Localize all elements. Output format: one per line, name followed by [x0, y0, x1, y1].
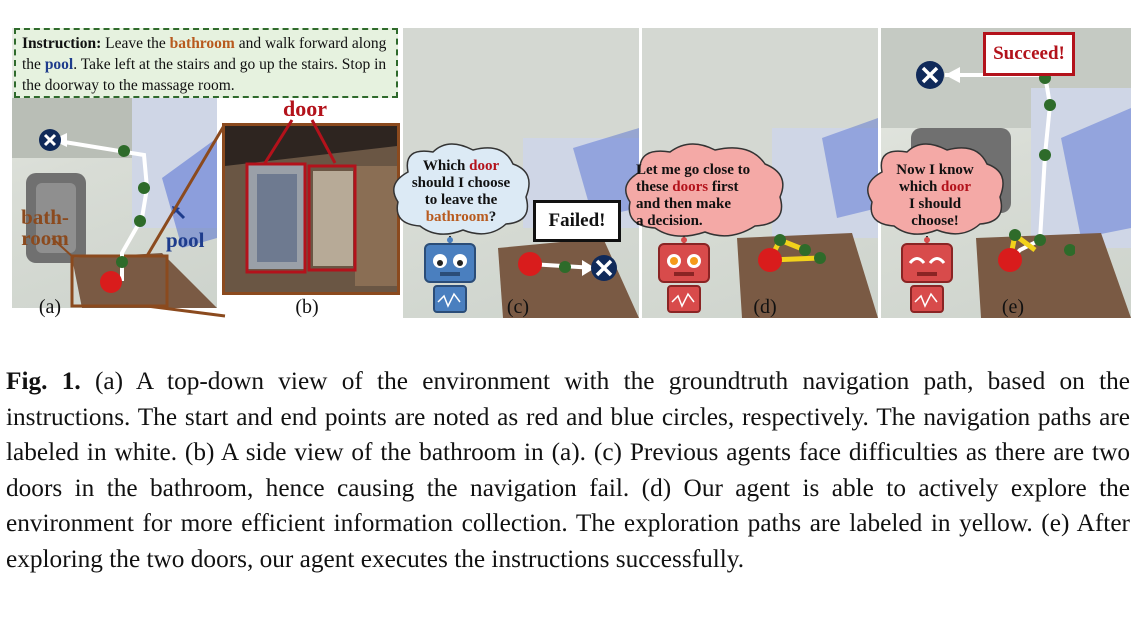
bubble-e-line4: choose!: [911, 213, 959, 229]
bubble-d-text: Let me go close to these doors first and…: [636, 162, 784, 230]
robot-blue-icon: [424, 236, 476, 313]
bubble-e-text: Now I know which door I should choose!: [880, 162, 990, 230]
panel-b-side-view: [222, 123, 400, 295]
caption-fig-label: Fig. 1.: [6, 367, 81, 395]
panel-label-e: (e): [1001, 296, 1025, 318]
bubble-d-first: first: [711, 179, 739, 195]
succeed-badge: Succeed!: [983, 32, 1075, 76]
door-pointers: [263, 119, 337, 164]
bubble-c-text: Which door should I choose to leave the …: [392, 158, 530, 226]
panel-b-graphic: [225, 126, 397, 292]
instruction-bathroom: bathroom: [169, 35, 235, 52]
instruction-pool: pool: [44, 56, 74, 73]
bathroom-label-line1: bath-: [21, 205, 69, 229]
caption-text: (a) A top-down view of the environment w…: [6, 367, 1130, 573]
bubble-e-door: door: [941, 179, 972, 195]
bubble-e-shape: [867, 143, 1004, 235]
bubble-d-line3: and then make: [636, 196, 732, 212]
panel-label-d: (d): [753, 296, 777, 318]
panel-c-path: [518, 252, 617, 281]
instruction-prefix: Instruction:: [22, 35, 102, 52]
figure: Instruction: Leave the bathroom and walk…: [12, 28, 1131, 318]
bubble-c-bathroom: bathroom: [425, 209, 489, 225]
panel-label-b: (b): [295, 296, 319, 318]
instruction-text-4: . Take left at the stairs and go up the: [73, 56, 298, 73]
bathroom-label: bath- room: [14, 207, 76, 249]
bubble-c-door: door: [469, 158, 500, 174]
instruction-box: Instruction: Leave the bathroom and walk…: [14, 28, 398, 98]
robot-red-icon-e: [901, 236, 953, 313]
door-label: door: [283, 96, 327, 121]
bubble-e-line1: Now I know: [896, 162, 974, 178]
panel-d-path: [758, 234, 826, 272]
figure-caption: Fig. 1. (a) A top-down view of the envir…: [6, 364, 1130, 578]
bubble-d-shape: [625, 143, 784, 237]
instruction-text-2: and walk forward: [238, 35, 349, 52]
panel-label-c: (c): [506, 296, 530, 318]
panel-a-map-graphic: [12, 88, 217, 308]
bubble-c-shape: [393, 143, 530, 235]
bubble-c-line2: should I choose: [411, 175, 511, 191]
bubble-e-line3: I should: [908, 196, 962, 212]
pool-label: pool: [166, 228, 205, 252]
instruction-text-3: along the: [22, 35, 387, 73]
bubble-c-word-1: Which: [422, 158, 466, 174]
instruction-text-1: Leave the: [105, 35, 166, 52]
bubble-d-these: these: [636, 179, 669, 195]
bathroom-label-line2: room: [21, 226, 69, 250]
bubble-c-qmark: ?: [488, 209, 497, 225]
bubble-d-line4: a decision.: [636, 213, 703, 229]
panel-label-a: (a): [38, 296, 62, 318]
robot-red-icon-d: [658, 236, 710, 313]
bubble-d-doors: doors: [672, 179, 709, 195]
zoom-connector: [145, 123, 227, 318]
bubble-d-line1: Let me go close to: [636, 162, 751, 178]
instruction-text-5: stairs. Stop in the doorway to the massa…: [22, 56, 387, 94]
bubble-c-line3: to leave the: [424, 192, 498, 208]
failed-badge: Failed!: [533, 200, 621, 242]
bubble-e-which: which: [898, 179, 938, 195]
